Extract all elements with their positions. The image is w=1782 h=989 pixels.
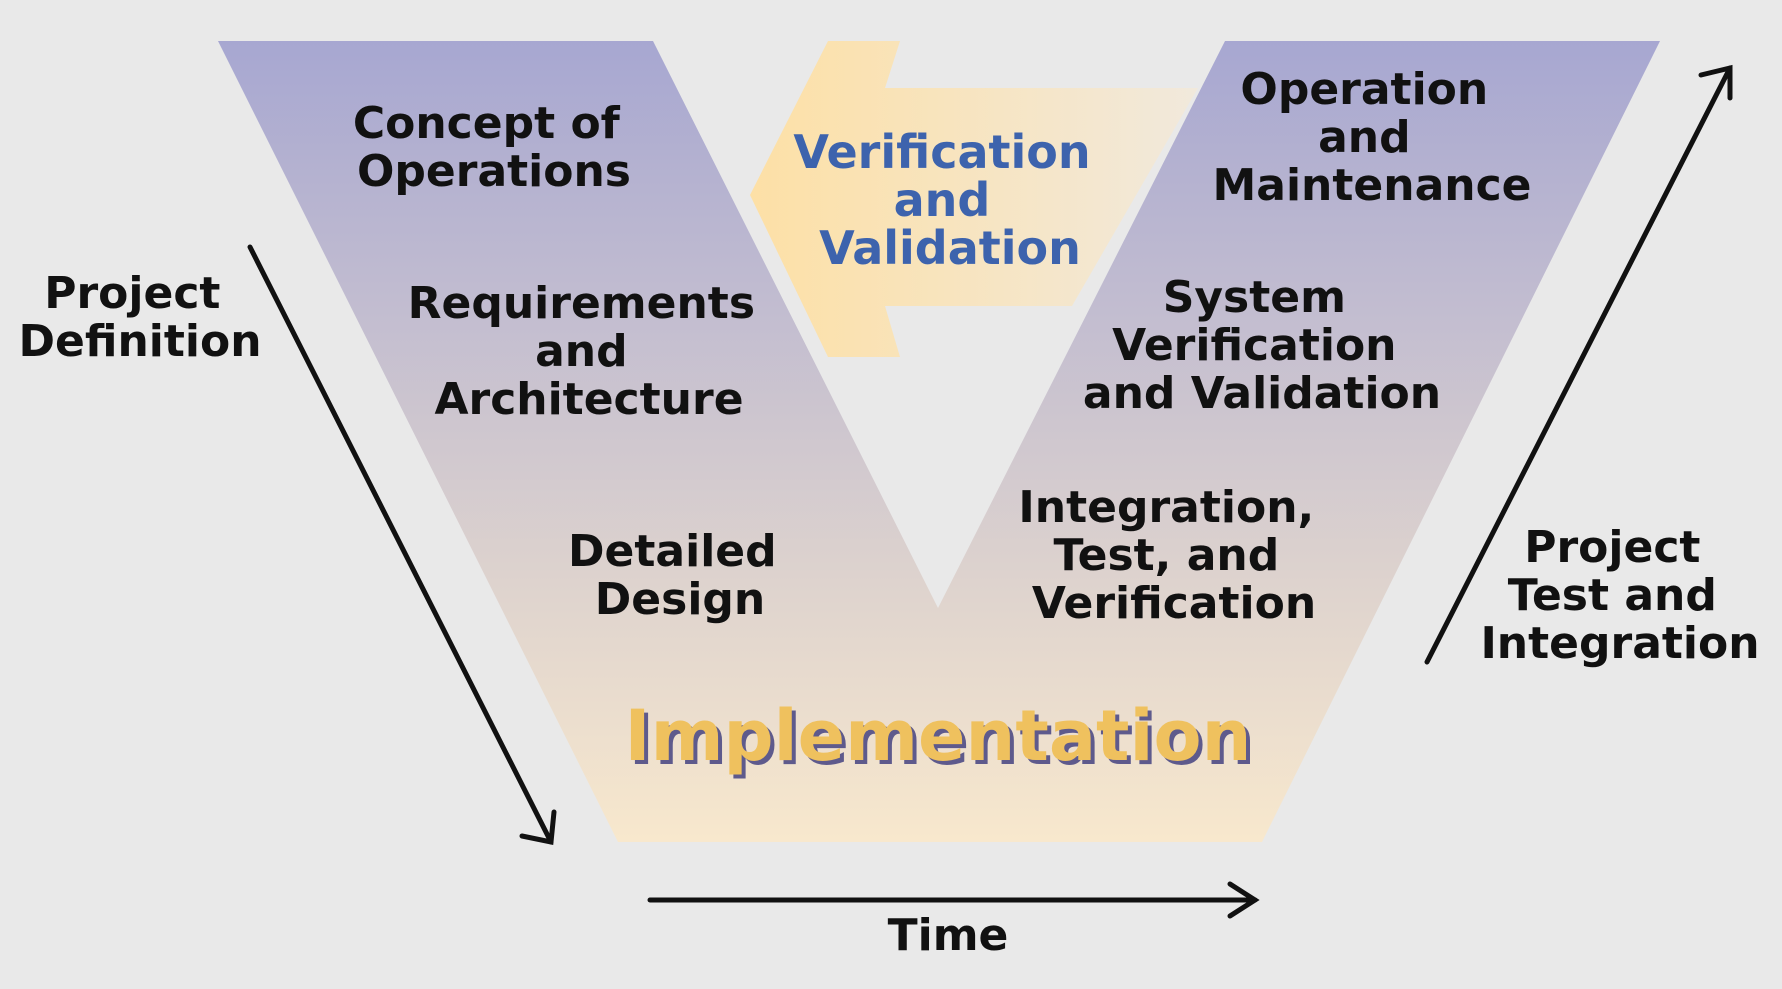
axis-line: Project: [44, 268, 220, 319]
axis-project-definition: Project Definition: [18, 268, 261, 367]
stage-implementation: Implementation: [625, 695, 1252, 777]
axis-time: Time: [888, 910, 1009, 961]
stage-line: Design: [595, 574, 765, 625]
stage-line: and Validation: [1083, 368, 1441, 419]
stage-concept-of-operations: Concept of Operations: [353, 98, 635, 197]
stage-implementation-shadow: Implementation: [629, 699, 1256, 781]
stage-line: Verification: [1032, 578, 1316, 629]
stage-line: Maintenance: [1212, 160, 1531, 211]
verification-arrow-line: and: [894, 173, 991, 227]
stage-line: Requirements: [408, 278, 755, 329]
time-arrow: [647, 881, 1260, 919]
stage-detailed-design: Detailed Design: [568, 526, 792, 625]
stage-line: System: [1163, 272, 1346, 323]
stage-line: Operation: [1240, 64, 1488, 115]
stage-line: Test, and: [1053, 530, 1279, 581]
v-shape: [218, 41, 1660, 842]
stage-line: Operations: [357, 146, 631, 197]
stage-requirements-architecture: Requirements and Architecture: [408, 278, 771, 425]
axis-line: Project: [1524, 522, 1700, 573]
axis-line: Integration: [1480, 618, 1759, 669]
axis-project-test-integration: Project Test and Integration: [1480, 522, 1759, 669]
verification-feedback-arrow: [750, 41, 1198, 357]
verification-arrow-label: Verification and Validation: [793, 125, 1106, 275]
stage-line: Concept of: [353, 98, 621, 149]
stage-line: and: [535, 326, 628, 377]
stage-line: Detailed: [568, 526, 777, 577]
verification-arrow-line: Verification: [793, 125, 1090, 179]
stage-line: Integration,: [1018, 482, 1314, 533]
verification-arrow-line: Validation: [819, 221, 1081, 275]
project-definition-arrow: [247, 244, 557, 846]
axis-line: Definition: [18, 316, 261, 367]
stage-integration-test-verification: Integration, Test, and Verification: [1018, 482, 1329, 629]
axis-line: Test and: [1508, 570, 1717, 621]
stage-line: and: [1318, 112, 1411, 163]
stage-operation-maintenance: Operation and Maintenance: [1212, 64, 1531, 211]
stage-system-verification-validation: System Verification and Validation: [1083, 272, 1441, 419]
project-test-integration-arrow: [1424, 64, 1733, 665]
stage-line: Verification: [1112, 320, 1396, 371]
stage-line: Architecture: [434, 374, 743, 425]
